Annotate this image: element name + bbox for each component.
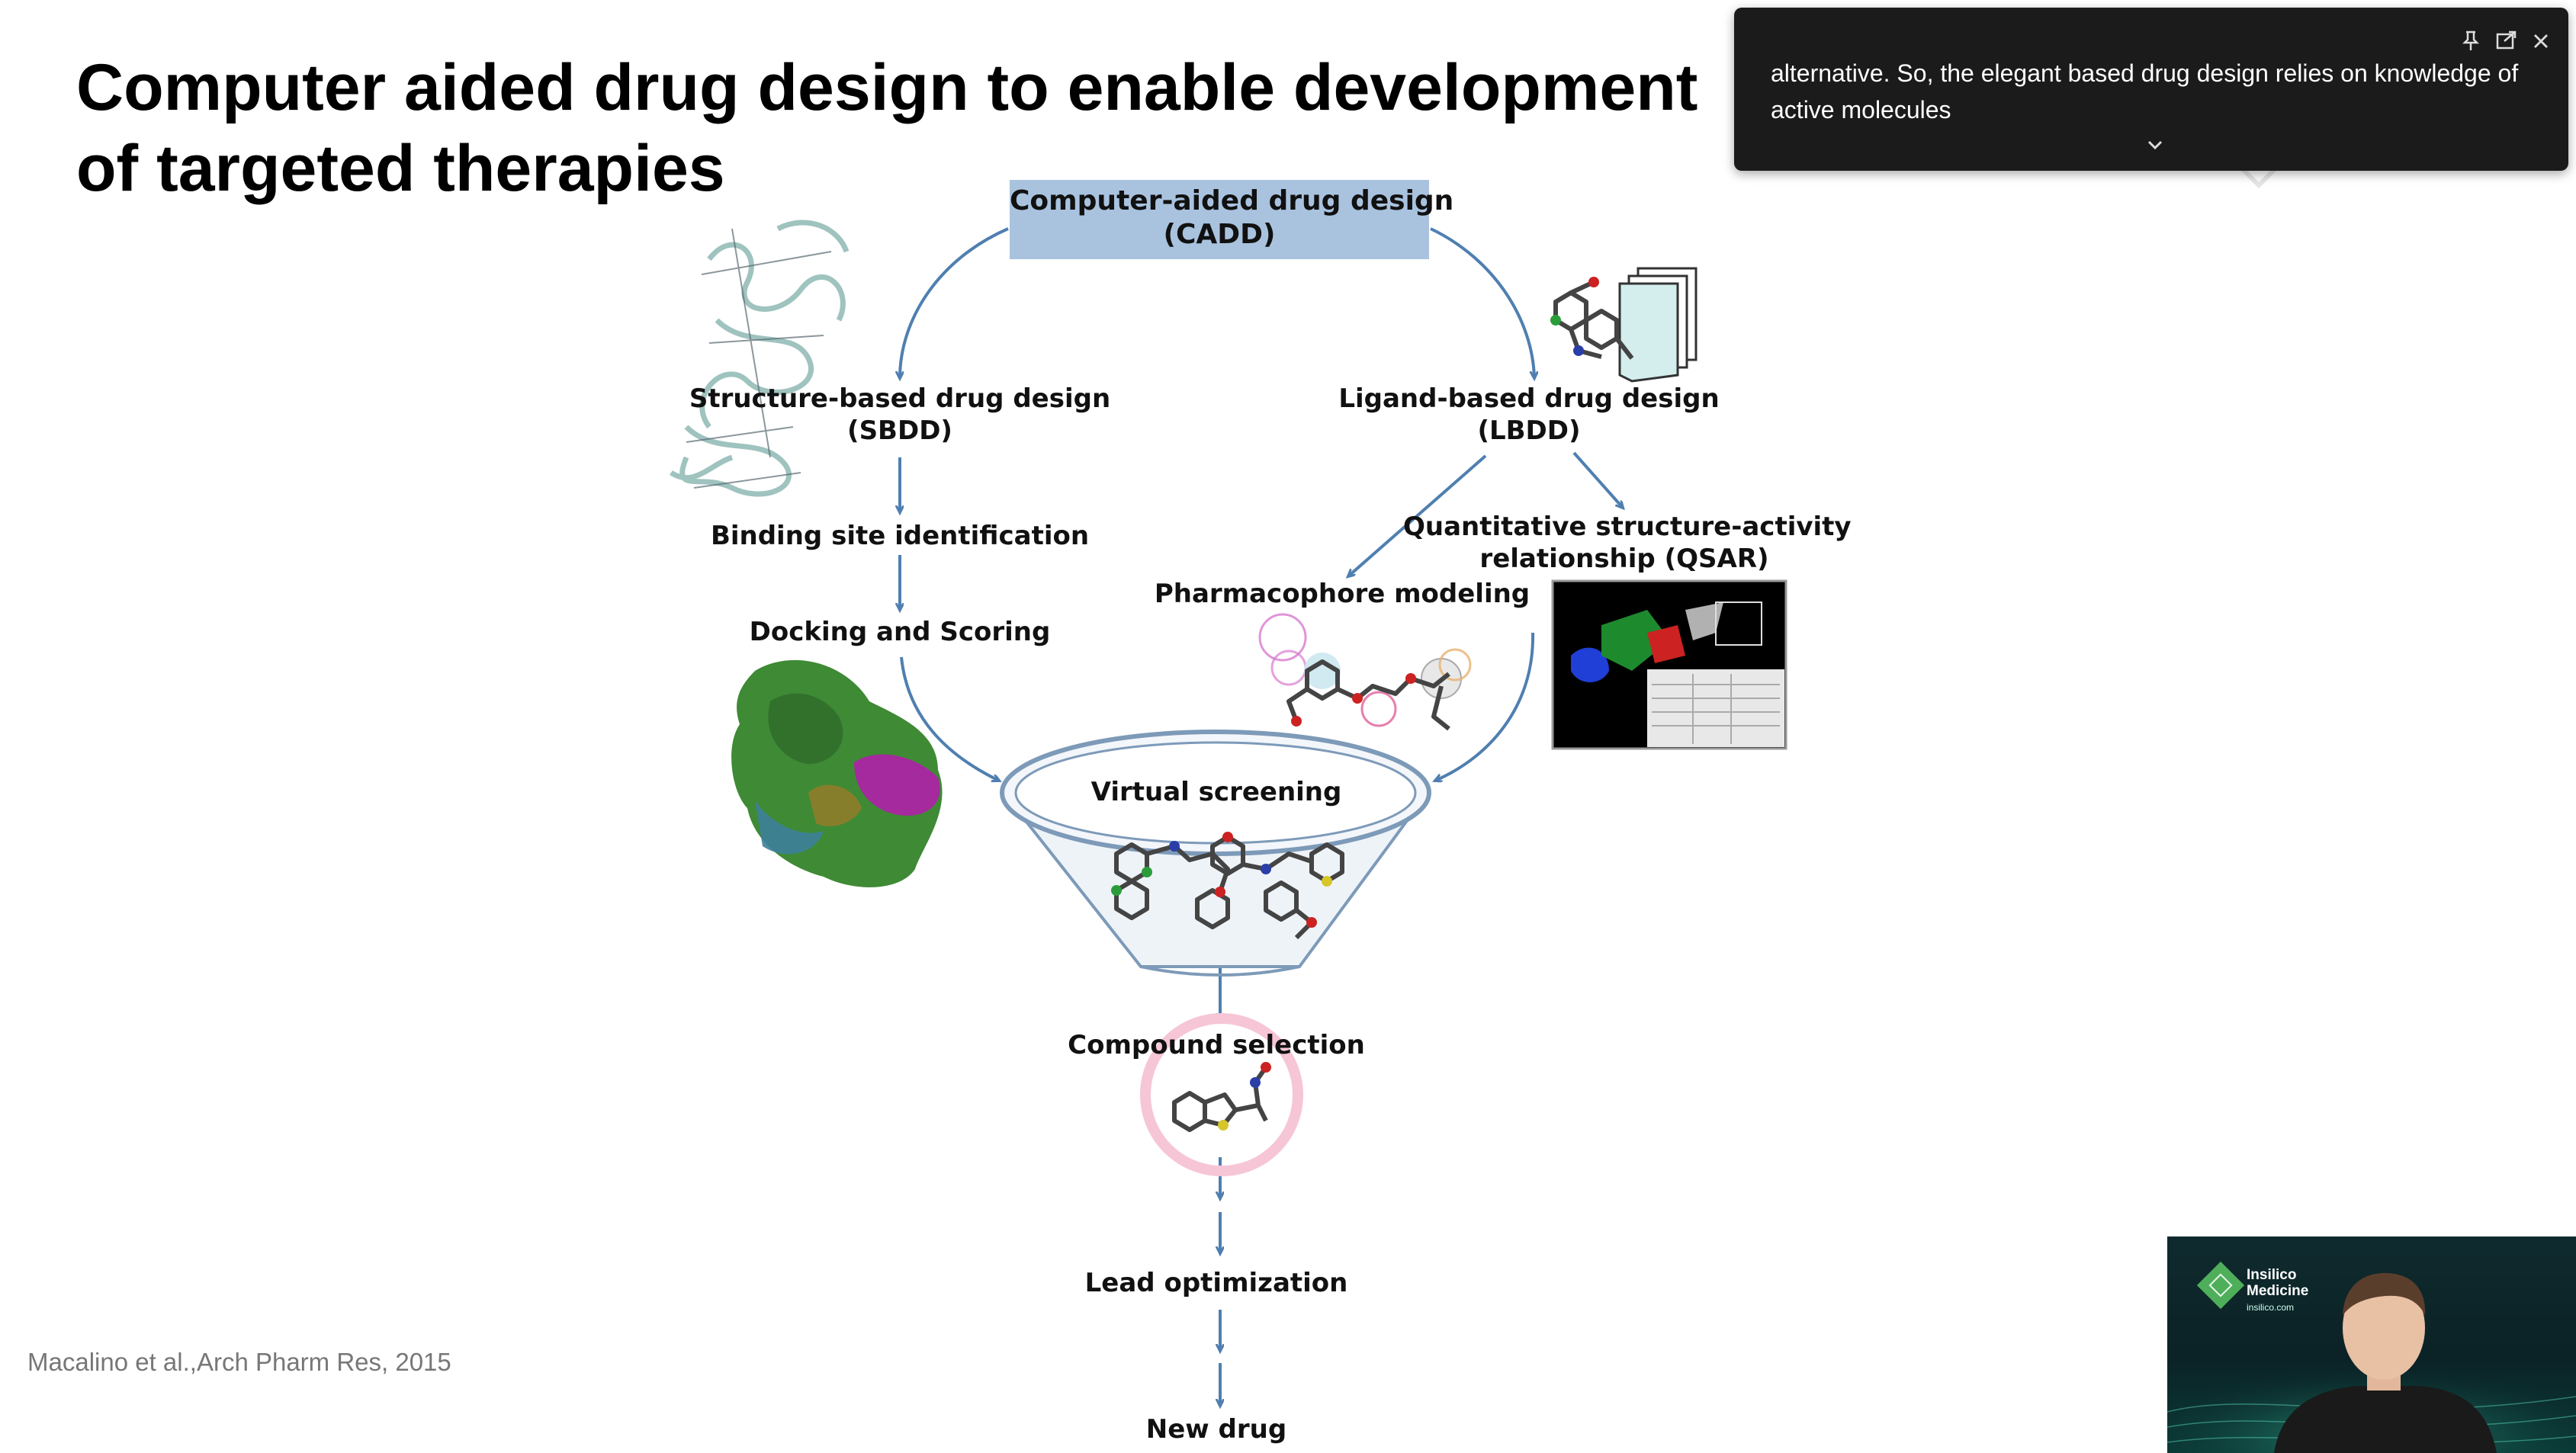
screening-funnel	[1000, 730, 1431, 977]
compound-selection-label: Compound selection	[1068, 1030, 1365, 1060]
protein-ribbon-lines	[686, 228, 832, 489]
slide-title: Computer aided drug design to enable dev…	[76, 51, 1698, 205]
caption-text: alternative. So, the elegant based drug …	[1771, 59, 2519, 123]
ligand-atom	[1588, 277, 1599, 287]
arrow-lbdd-to-qsar	[1572, 451, 1623, 508]
close-icon[interactable]	[2527, 27, 2555, 55]
chevron-down-icon[interactable]	[2140, 131, 2170, 159]
arrow-cadd-to-sbdd	[900, 227, 1009, 378]
lbdd-line2: (LBDD)	[1477, 415, 1581, 446]
webcam-logo-line2: Medicine	[2247, 1283, 2309, 1299]
chevron-down-icon-glyph	[2147, 140, 2163, 150]
arrow-qsar-to-vs	[1435, 632, 1535, 781]
funnel-atoms	[1111, 832, 1332, 928]
cadd-line2: (CADD)	[1163, 219, 1276, 250]
pharmacophore-image	[1258, 613, 1472, 731]
pin-icon-glyph	[2462, 30, 2480, 50]
insilico-logo-icon	[2196, 1261, 2245, 1310]
cadd-title: Computer-aided drug design (CADD)	[1010, 184, 1454, 252]
docking-label: Docking and Scoring	[749, 617, 1051, 647]
webcam-logo-line1: Insilico	[2247, 1267, 2297, 1283]
sbdd-line2: (SBDD)	[847, 415, 952, 446]
lbdd-line1: Ligand-based drug design	[1338, 383, 1720, 414]
presenter-webcam: Insilico Medicine insilico.com	[2167, 1236, 2576, 1453]
cadd-line1: Computer-aided drug design	[1010, 185, 1454, 217]
flow-arrows	[900, 227, 1623, 1406]
presenter-person	[2274, 1272, 2497, 1453]
arrow-docking-to-vs	[900, 656, 999, 781]
pharmacophore-label: Pharmacophore modeling	[1154, 579, 1531, 609]
protein-ribbon-image	[670, 220, 850, 497]
close-icon-glyph	[2534, 34, 2548, 48]
popout-icon[interactable]	[2492, 27, 2520, 55]
arrow-cadd-to-lbdd	[1430, 227, 1534, 378]
qsar-line2: relationship (QSAR)	[1479, 544, 1769, 574]
pin-icon[interactable]	[2457, 27, 2484, 55]
compound-selection-image	[1140, 1013, 1303, 1176]
qsar-screenshot-image	[1551, 579, 1787, 750]
new-drug-label: New drug	[1145, 1414, 1287, 1445]
binding-site-label: Binding site identification	[710, 521, 1090, 551]
live-caption-panel[interactable]: alternative. So, the elegant based drug …	[1734, 8, 2568, 171]
lead-optimization-label: Lead optimization	[1084, 1268, 1348, 1298]
lbdd-label: Ligand-based drug design (LBDD)	[1312, 383, 1746, 447]
ligand-atom	[1573, 345, 1584, 356]
virtual-screening-label: Virtual screening	[1090, 777, 1342, 807]
qsar-line1: Quantitative structure-activity	[1403, 512, 1852, 542]
webcam-scene	[2167, 1261, 2576, 1453]
qsar-label: Quantitative structure-activity relation…	[1403, 511, 1852, 575]
ligand-atom	[1550, 315, 1561, 326]
arrow-lbdd-to-pharmacophore	[1348, 454, 1487, 576]
cadd-box	[1010, 180, 1429, 259]
ligand-documents-image	[1618, 267, 1698, 383]
popout-icon-glyph	[2496, 30, 2517, 50]
sbdd-label: Structure-based drug design (SBDD)	[671, 383, 1129, 447]
docking-protein-image	[731, 659, 943, 887]
citation: Macalino et al.,Arch Pharm Res, 2015	[27, 1348, 451, 1376]
webcam-logo-url: insilico.com	[2247, 1302, 2295, 1313]
webcam-logo-text: Insilico Medicine	[2247, 1267, 2308, 1299]
sbdd-line1: Structure-based drug design	[689, 383, 1111, 414]
